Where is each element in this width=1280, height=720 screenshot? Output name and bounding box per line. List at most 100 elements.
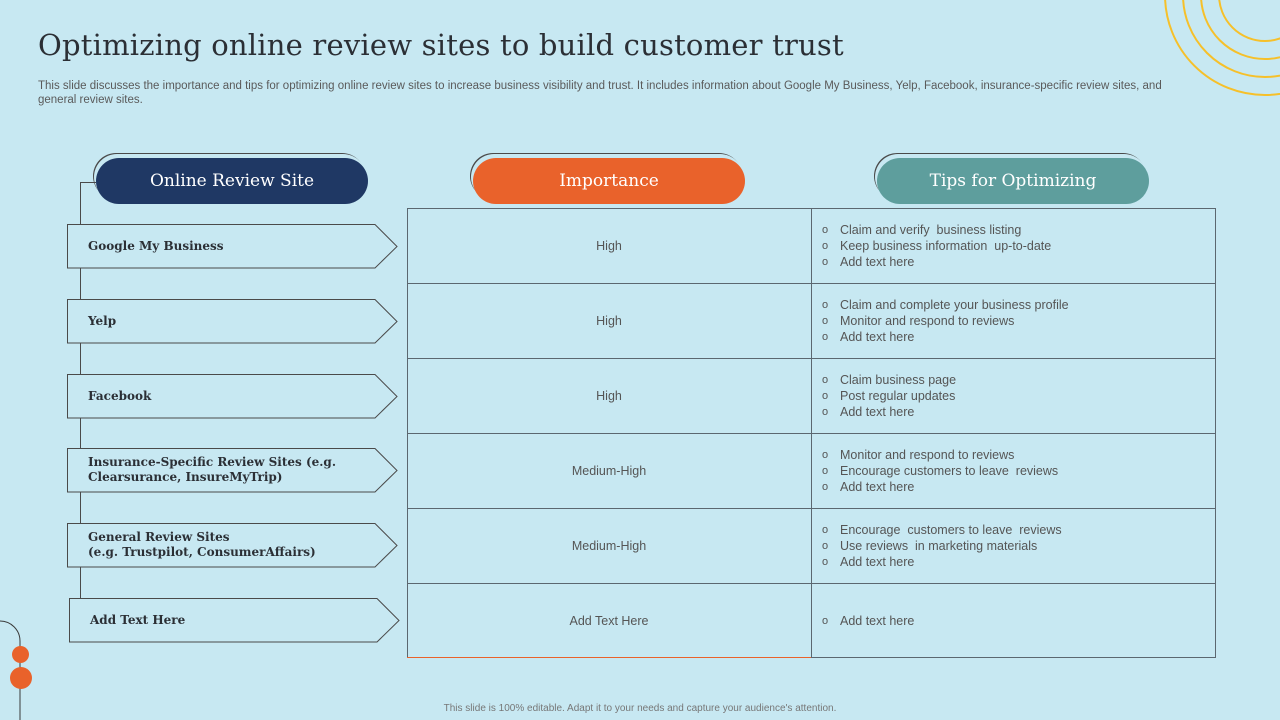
site-label: Facebook — [88, 388, 152, 403]
tip-item: o Encourage customers to leave reviews — [822, 522, 1216, 538]
tip-text: Add text here — [840, 479, 915, 494]
arrow-shape — [67, 523, 398, 568]
tip-text: Monitor and respond to reviews — [840, 313, 1015, 328]
bullet-icon: o — [822, 314, 829, 327]
bullet-icon: o — [822, 223, 829, 236]
tip-text: Keep business information up-to-date — [840, 238, 1052, 253]
tip-item: o Use reviews in marketing materials — [822, 538, 1216, 554]
decorative-dot — [10, 667, 32, 689]
tip-text: Add text here — [840, 554, 915, 569]
header-tips-for-optimizing: Tips for Optimizing — [877, 158, 1149, 204]
tip-item: o Monitor and respond to reviews — [822, 313, 1216, 329]
site-item: Yelp — [67, 299, 398, 344]
bullet-icon: o — [822, 373, 829, 386]
bullet-icon: o — [822, 614, 829, 627]
arrow-shape — [69, 598, 400, 643]
table-row: Medium-High o Encourage customers to leave… — [407, 508, 1216, 583]
tip-text: Claim and verify business listing — [840, 222, 1022, 237]
bullet-icon: o — [822, 523, 829, 536]
tip-item: o Claim and verify business listing — [822, 222, 1216, 238]
bullet-icon: o — [822, 539, 829, 552]
tip-text: Encourage customers to leave reviews — [840, 463, 1059, 478]
table-row: High o Claim and complete your business pr… — [407, 283, 1216, 358]
table-row: Medium-High o Monitor and respond to revie… — [407, 433, 1216, 508]
importance-cell: Add Text Here — [569, 613, 649, 628]
tip-item: o Post regular updates — [822, 388, 1216, 404]
tips-cell: o Claim and complete your business profil… — [812, 283, 1216, 358]
tip-text: Add text here — [840, 329, 915, 344]
tip-text: Monitor and respond to reviews — [840, 447, 1015, 462]
arrow-shape — [67, 224, 398, 269]
table-divider — [407, 208, 408, 658]
site-item: General Review Sites (e.g. Trustpilot, C… — [67, 523, 398, 568]
bullet-icon: o — [822, 448, 829, 461]
site-label: Add Text Here — [90, 612, 186, 627]
arrow-shape — [67, 448, 398, 493]
tip-item: o Claim business page — [822, 372, 1216, 388]
tip-item: o Add text here — [822, 254, 1216, 270]
decorative-rings — [1164, 0, 1280, 96]
table-divider — [811, 208, 812, 658]
bullet-icon: o — [822, 239, 829, 252]
importance-cell: Medium-High — [571, 463, 647, 478]
bullet-icon: o — [822, 298, 829, 311]
bullet-icon: o — [822, 330, 829, 343]
site-label: Yelp — [88, 313, 117, 328]
tip-item: o Add text here — [822, 554, 1216, 570]
tip-item: o Add text here — [822, 479, 1216, 495]
tip-item: o Encourage customers to leave reviews — [822, 463, 1216, 479]
arrow-shape — [67, 374, 398, 419]
footer-note: This slide is 100% editable. Adapt it to… — [443, 703, 837, 714]
tips-cell: o Add text here — [812, 583, 1216, 658]
tip-item: o Keep business information up-to-date — [822, 238, 1216, 254]
tip-item: o Add text here — [822, 329, 1216, 345]
page-subtitle: This slide discusses the importance and … — [38, 80, 1162, 106]
tip-text: Encourage customers to leave reviews — [840, 522, 1062, 537]
tip-item: o Claim and complete your business profil… — [822, 297, 1216, 313]
tip-item: o Add text here — [822, 613, 1216, 629]
site-item: Google My Business — [67, 224, 398, 269]
tip-item: o Add text here — [822, 404, 1216, 420]
bullet-icon: o — [822, 255, 829, 268]
bullet-icon: o — [822, 405, 829, 418]
table-row: Add Text Here o Add text here — [407, 583, 1216, 658]
arrow-shape — [67, 299, 398, 344]
tip-text: Add text here — [840, 613, 915, 628]
site-item: Facebook — [67, 374, 398, 419]
header-importance: Importance — [473, 158, 745, 204]
importance-cell: High — [596, 388, 622, 403]
importance-cell: High — [596, 313, 622, 328]
connector-line — [80, 182, 96, 183]
site-label: Google My Business — [88, 238, 224, 253]
site-label: Insurance-Specific Review Sites (e.g. Cl… — [88, 455, 337, 484]
bullet-icon: o — [822, 389, 829, 402]
site-label: General Review Sites (e.g. Trustpilot, C… — [88, 530, 316, 559]
tip-text: Claim business page — [840, 372, 957, 387]
page-title: Optimizing online review sites to build … — [38, 28, 844, 62]
site-item: Insurance-Specific Review Sites (e.g. Cl… — [67, 448, 398, 493]
header-online-review-site: Online Review Site — [96, 158, 368, 204]
tip-item: o Monitor and respond to reviews — [822, 447, 1216, 463]
importance-cell: Medium-High — [571, 538, 647, 553]
importance-cell: High — [596, 238, 622, 253]
tip-text: Use reviews in marketing materials — [840, 538, 1038, 553]
tip-text: Post regular updates — [840, 388, 956, 403]
tip-text: Add text here — [840, 404, 915, 419]
tip-text: Claim and complete your business profile — [840, 297, 1069, 312]
site-item: Add Text Here — [69, 598, 400, 643]
bullet-icon: o — [822, 480, 829, 493]
tip-text: Add text here — [840, 254, 915, 269]
bullet-icon: o — [822, 464, 829, 477]
table-divider — [1215, 208, 1216, 658]
decorative-dot — [12, 646, 29, 663]
bullet-icon: o — [822, 555, 829, 568]
decorative-arc — [0, 620, 21, 720]
importance-accent-line — [407, 657, 811, 658]
